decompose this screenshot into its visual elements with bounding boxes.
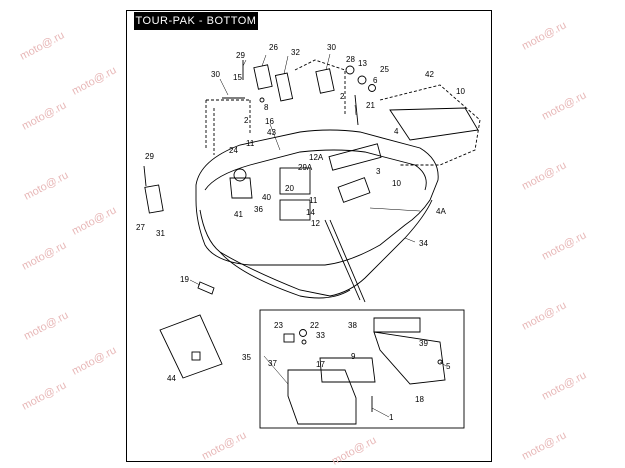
guide-line — [294, 59, 346, 115]
part-label: 28 — [346, 55, 355, 64]
part-label: 22 — [310, 321, 319, 330]
guide-line — [205, 99, 251, 150]
knob — [357, 75, 367, 85]
latch-rail — [328, 143, 382, 171]
part-label: 9 — [351, 352, 356, 361]
part-label: 39 — [419, 339, 428, 348]
part-label: 44 — [167, 374, 176, 383]
harness — [324, 219, 361, 301]
washer — [301, 339, 307, 345]
part-label: 23 — [274, 321, 283, 330]
part-label: 34 — [419, 239, 428, 248]
trunk-light — [319, 357, 376, 383]
part-label: 15 — [233, 73, 242, 82]
part-label: 14 — [306, 208, 315, 217]
hinge-plate — [274, 72, 294, 102]
part-label: 37 — [268, 359, 277, 368]
part-label: 36 — [254, 205, 263, 214]
part-label: 4A — [436, 207, 446, 216]
part-label: 11 — [246, 139, 255, 148]
part-label: 11 — [309, 196, 318, 205]
relay-module — [279, 167, 311, 195]
part-label: 29 — [145, 152, 154, 161]
part-label: 33 — [316, 331, 325, 340]
plate-light — [373, 317, 421, 333]
connector — [337, 177, 371, 203]
tour-pak-shell — [195, 129, 439, 266]
part-label: 20 — [285, 184, 294, 193]
washer — [259, 97, 265, 103]
part-label: 32 — [291, 48, 300, 57]
harness — [329, 219, 366, 303]
part-label: 12 — [311, 219, 320, 228]
part-label: 21 — [366, 101, 375, 110]
part-label: 12A — [309, 153, 324, 162]
part-label: 25 — [380, 65, 389, 74]
diagram-frame — [126, 10, 492, 462]
knob — [368, 84, 376, 92]
shell-bottom — [219, 251, 351, 299]
actuator — [229, 177, 253, 199]
part-label: 35 — [242, 353, 251, 362]
part-label: 3 — [376, 167, 381, 176]
part-label: 17 — [316, 360, 325, 369]
part-label: 29 — [236, 51, 245, 60]
part-label: 8 — [264, 103, 269, 112]
part-label: 18 — [415, 395, 424, 404]
mat-buckle — [191, 351, 201, 361]
control-module — [279, 199, 311, 221]
bolt-19 — [197, 281, 215, 295]
part-label: 31 — [156, 229, 165, 238]
knob — [345, 65, 355, 75]
part-label: 30 — [327, 43, 336, 52]
license-bracket — [373, 331, 446, 385]
part-label: 29A — [298, 163, 313, 172]
part-label: 6 — [373, 76, 378, 85]
switch — [283, 333, 295, 343]
part-label: 2 — [244, 116, 249, 125]
part-labels: 29 26 32 30 28 13 25 42 30 15 6 8 2 21 1… — [136, 43, 465, 422]
part-label: 5 — [446, 362, 451, 371]
part-label: 41 — [234, 210, 243, 219]
mat — [159, 314, 223, 379]
part-label: 43 — [267, 128, 276, 137]
pin — [143, 165, 147, 187]
grommet — [233, 168, 247, 182]
part-label: 19 — [180, 275, 189, 284]
part-label: 4 — [394, 127, 399, 136]
nut — [299, 329, 307, 337]
part-label: 2 — [340, 92, 345, 101]
screw-head — [437, 359, 443, 365]
shell-lower — [199, 199, 433, 297]
part-label: 38 — [348, 321, 357, 330]
page-title: TOUR-PAK - BOTTOM — [134, 12, 258, 30]
part-label: 1 — [389, 413, 394, 422]
part-label: 10 — [456, 87, 465, 96]
part-label: 13 — [358, 59, 367, 68]
battery-box — [287, 369, 357, 425]
latch — [144, 184, 164, 214]
part-label: 26 — [269, 43, 278, 52]
inset-detail-box — [259, 309, 465, 429]
part-label: 42 — [425, 70, 434, 79]
hinge-block — [315, 68, 335, 94]
light-bracket — [389, 107, 479, 141]
part-label: 30 — [211, 70, 220, 79]
shell-inner-rim — [204, 149, 427, 191]
bracket-outline — [379, 84, 481, 166]
part-label: 10 — [392, 179, 401, 188]
part-label: 16 — [265, 117, 274, 126]
hinge-block — [253, 64, 273, 90]
part-label: 24 — [229, 146, 238, 155]
part-label: 27 — [136, 223, 145, 232]
bolt — [354, 94, 359, 126]
part-label: 40 — [262, 193, 271, 202]
